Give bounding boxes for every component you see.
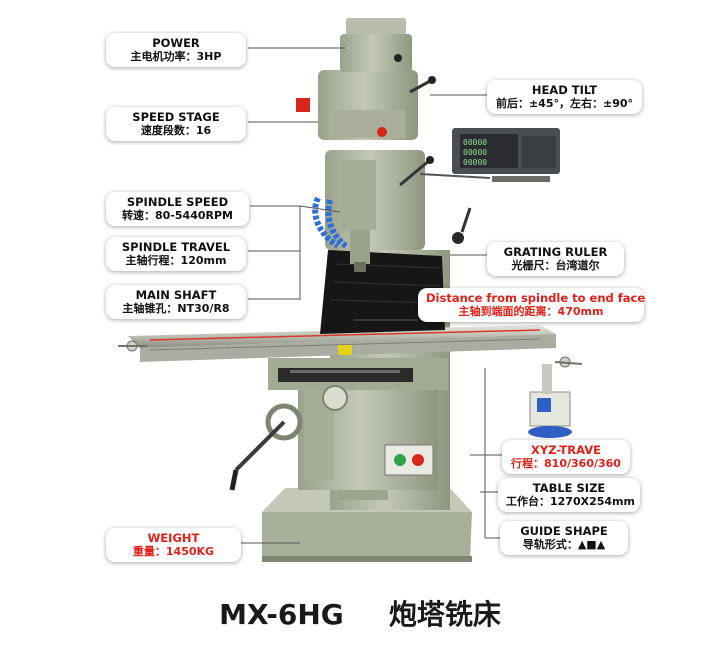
callout-weight-title: WEIGHT	[147, 531, 200, 545]
callout-guide-shape-title: GUIDE SHAPE	[520, 524, 608, 538]
callout-weight-value: 重量：1450KG	[132, 545, 215, 558]
callout-distance-value: 主轴到端面的距离：470mm	[458, 305, 604, 318]
dro-line-1: 00000	[463, 138, 487, 147]
callout-power: POWER 主电机功率：3HP	[106, 33, 246, 67]
callout-speed-stage: SPEED STAGE 速度段数：16	[106, 107, 246, 141]
callout-head-tilt: HEAD TILT 前后：±45°，左右：±90°	[487, 80, 642, 114]
work-table	[118, 325, 583, 368]
callout-grating-ruler-value: 光栅尺：台湾道尔	[511, 259, 600, 272]
handwheels	[229, 207, 472, 491]
power-feed-unit	[528, 364, 572, 438]
callout-spindle-speed: SPINDLE SPEED 转速：80-5440RPM	[106, 192, 249, 226]
callout-table-size-title: TABLE SIZE	[532, 481, 606, 495]
callout-speed-stage-title: SPEED STAGE	[132, 110, 220, 124]
callout-xyz-travel-value: 行程：810/360/360	[511, 457, 621, 470]
dro-line-2: 00000	[463, 148, 487, 157]
callout-distance-title: Distance from spindle to end face	[426, 291, 646, 305]
callout-main-shaft: MAIN SHAFT 主轴锥孔：NT30/R8	[106, 285, 246, 319]
machine-saddle	[268, 358, 448, 390]
milling-machine-illustration: 00000 00000 00000	[118, 18, 583, 562]
machine-head	[296, 70, 436, 140]
quill-housing	[325, 150, 434, 272]
callout-spindle-travel-value: 主轴行程：120mm	[125, 254, 227, 267]
callout-power-value: 主电机功率：3HP	[130, 50, 222, 63]
product-name: 炮塔铣床	[388, 598, 501, 631]
callout-spindle-travel: SPINDLE TRAVEL 主轴行程：120mm	[106, 237, 246, 271]
digital-readout: 00000 00000 00000	[419, 128, 560, 182]
control-panel	[384, 444, 434, 476]
callout-leaders	[240, 47, 502, 544]
callout-spindle-travel-title: SPINDLE TRAVEL	[121, 240, 231, 254]
callout-table-size: TABLE SIZE 工作台：1270X254mm	[498, 478, 640, 512]
spindle-motor	[340, 18, 412, 72]
callout-spindle-speed-title: SPINDLE SPEED	[126, 195, 229, 209]
callout-distance: Distance from spindle to end face 主轴到端面的…	[418, 288, 646, 322]
callout-grating-ruler: GRATING RULER 光栅尺：台湾道尔	[487, 242, 624, 276]
callout-guide-shape: GUIDE SHAPE 导轨形式：▲■▲	[500, 521, 628, 555]
coolant-hose	[312, 196, 348, 249]
callout-spindle-speed-value: 转速：80-5440RPM	[122, 209, 233, 222]
callout-main-shaft-title: MAIN SHAFT	[135, 288, 217, 302]
callout-grating-ruler-title: GRATING RULER	[503, 245, 608, 259]
callout-weight: WEIGHT 重量：1450KG	[106, 528, 241, 562]
product-title: MX-6HG 炮塔铣床	[0, 592, 720, 638]
callout-power-title: POWER	[152, 36, 200, 50]
callout-table-size-value: 工作台：1270X254mm	[506, 495, 635, 508]
callout-xyz-travel-title: XYZ-TRAVE	[531, 443, 601, 457]
callout-main-shaft-value: 主轴锥孔：NT30/R8	[122, 302, 230, 315]
callout-head-tilt-value: 前后：±45°，左右：±90°	[495, 97, 634, 110]
callout-speed-stage-value: 速度段数：16	[140, 124, 212, 137]
product-model: MX-6HG	[219, 598, 344, 631]
callout-xyz-travel: XYZ-TRAVE 行程：810/360/360	[502, 440, 630, 474]
callout-head-tilt-title: HEAD TILT	[531, 83, 598, 97]
callout-guide-shape-value: 导轨形式：▲■▲	[522, 538, 606, 551]
dro-line-3: 00000	[463, 158, 487, 167]
